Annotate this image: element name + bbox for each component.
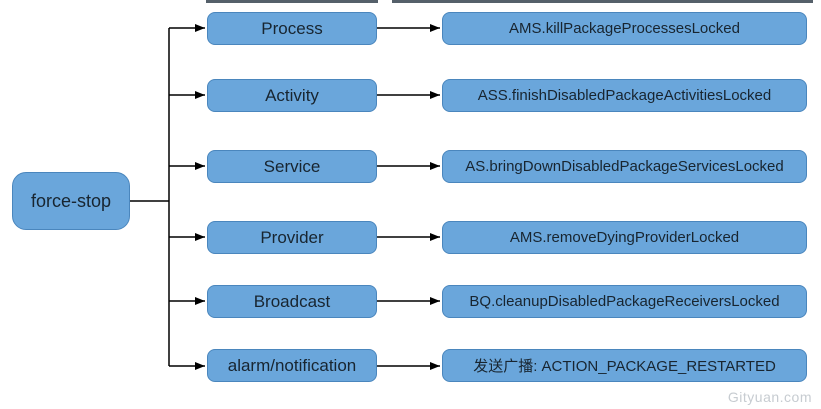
node-method-kill-package-processes: AMS.killPackageProcessesLocked [442, 12, 807, 45]
node-broadcast-label: Broadcast [253, 291, 331, 311]
node-service: Service [207, 150, 377, 183]
watermark: Gityuan.com [727, 389, 812, 405]
method-label: AMS.killPackageProcessesLocked [509, 20, 740, 37]
node-alarm-notification: alarm/notification [207, 349, 377, 382]
cropped-shape-remnant [392, 0, 813, 3]
method-label: AMS.removeDyingProviderLocked [509, 229, 740, 246]
node-process-label: Process [261, 18, 323, 38]
node-method-bring-down-services: AS.bringDownDisabledPackageServicesLocke… [442, 150, 807, 183]
node-method-cleanup-receivers: BQ.cleanupDisabledPackageReceiversLocked [442, 285, 807, 318]
node-force-stop: force-stop [12, 172, 130, 230]
node-method-remove-dying-provider: AMS.removeDyingProviderLocked [442, 221, 807, 254]
node-broadcast: Broadcast [207, 285, 377, 318]
method-label: BQ.cleanupDisabledPackageReceiversLocked [469, 293, 780, 310]
node-service-label: Service [263, 156, 321, 176]
node-method-finish-disabled-activities: ASS.finishDisabledPackageActivitiesLocke… [442, 79, 807, 112]
node-activity: Activity [207, 79, 377, 112]
method-label: ASS.finishDisabledPackageActivitiesLocke… [477, 87, 772, 104]
node-provider-label: Provider [260, 227, 324, 247]
node-force-stop-label: force-stop [30, 190, 112, 211]
node-alarm-notification-label: alarm/notification [227, 355, 357, 375]
method-label: AS.bringDownDisabledPackageServicesLocke… [465, 158, 784, 175]
cropped-shape-remnant [206, 0, 378, 3]
node-method-send-broadcast-restarted: 发送广播: ACTION_PACKAGE_RESTARTED [442, 349, 807, 382]
node-provider: Provider [207, 221, 377, 254]
method-label: 发送广播: ACTION_PACKAGE_RESTARTED [473, 358, 776, 375]
node-process: Process [207, 12, 377, 45]
node-activity-label: Activity [265, 85, 319, 105]
